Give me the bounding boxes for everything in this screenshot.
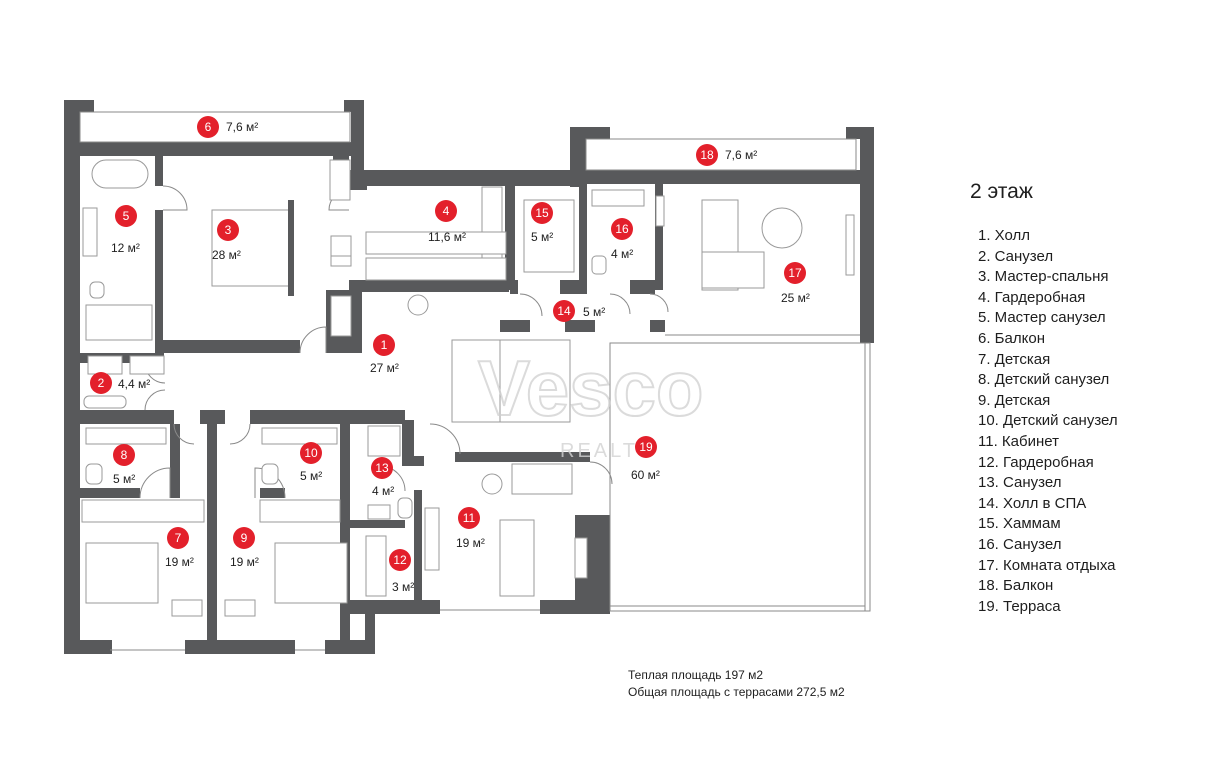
legend-item: 9. Детская: [978, 391, 1051, 409]
room-area-15: 5 м²: [531, 230, 553, 244]
room-marker-19: 19: [635, 436, 657, 458]
svg-text:2: 2: [98, 376, 105, 390]
svg-text:8: 8: [121, 448, 128, 462]
room-marker-12: 12: [389, 549, 411, 571]
watermark: Vesco REALTY: [477, 343, 705, 462]
warm-area-text: Теплая площадь 197 м2: [628, 668, 764, 682]
room-area-4: 11,6 м²: [428, 230, 466, 244]
legend-item: 14. Холл в СПА: [978, 494, 1087, 512]
legend-item: 2. Санузел: [978, 247, 1054, 265]
room-marker-11: 11: [458, 507, 480, 529]
svg-text:18: 18: [700, 148, 714, 162]
room-area-6: 7,6 м²: [226, 120, 258, 134]
svg-text:16: 16: [615, 222, 629, 236]
svg-text:5: 5: [123, 209, 130, 223]
doors: [139, 185, 669, 499]
legend-item: 17. Комната отдыха: [978, 556, 1116, 574]
legend-item: 18. Балкон: [978, 577, 1054, 595]
legend-item: 5. Мастер санузел: [978, 309, 1106, 327]
legend-item: 15. Хаммам: [978, 515, 1061, 533]
room-area-16: 4 м²: [611, 247, 633, 261]
svg-text:10: 10: [304, 446, 318, 460]
legend-item: 8. Детский санузел: [978, 371, 1110, 389]
room-marker-7: 7: [167, 527, 189, 549]
svg-text:11: 11: [463, 511, 476, 525]
room-area-3: 28 м²: [212, 248, 241, 262]
legend: 2 этаж 1. Холл 2. Санузел 3. Мастер-спальн…: [968, 180, 1118, 617]
room-marker-4: 4: [435, 200, 457, 222]
room-marker-15: 15: [531, 202, 553, 224]
svg-text:17: 17: [788, 266, 802, 280]
room-area-11: 19 м²: [456, 536, 485, 550]
room-labels: 1 27 м² 2 4,4 м² 3 28 м² 4 11,6 м² 5 12 …: [90, 116, 810, 594]
room-area-1: 27 м²: [370, 361, 399, 375]
svg-text:4: 4: [443, 204, 450, 218]
room-marker-3: 3: [217, 219, 239, 241]
room-area-19: 60 м²: [631, 468, 660, 482]
windows: [110, 138, 871, 651]
room-area-14: 5 м²: [583, 305, 605, 319]
walls: [64, 100, 874, 654]
area-summary: Теплая площадь 197 м2 Общая площадь с те…: [628, 667, 845, 701]
furniture: [81, 159, 855, 617]
room-marker-10: 10: [300, 442, 322, 464]
room-marker-5: 5: [115, 205, 137, 227]
svg-text:12: 12: [393, 553, 407, 567]
legend-item: 13. Санузел: [978, 474, 1062, 492]
svg-text:15: 15: [535, 206, 549, 220]
room-area-7: 19 м²: [165, 555, 194, 569]
svg-text:6: 6: [205, 120, 212, 134]
legend-item: 19. Терраса: [978, 597, 1061, 615]
room-area-12: 3 м²: [392, 580, 414, 594]
room-area-13: 4 м²: [372, 484, 394, 498]
legend-item: 16. Санузел: [978, 535, 1062, 553]
legend-item: 7. Детская: [978, 350, 1051, 368]
svg-text:1: 1: [381, 338, 388, 352]
legend-item: 12. Гардеробная: [978, 453, 1094, 471]
room-marker-14: 14: [553, 300, 575, 322]
room-marker-9: 9: [233, 527, 255, 549]
legend-item: 10. Детский санузел: [978, 412, 1118, 430]
room-marker-8: 8: [113, 444, 135, 466]
room-marker-17: 17: [784, 262, 806, 284]
legend-item: 1. Холл: [978, 227, 1031, 244]
watermark-brand: Vesco: [478, 344, 704, 432]
svg-text:9: 9: [241, 531, 248, 545]
legend-item: 3. Мастер-спальня: [978, 268, 1109, 286]
svg-text:19: 19: [639, 440, 653, 454]
legend-item: 11. Кабинет: [978, 432, 1059, 450]
svg-text:13: 13: [375, 461, 389, 475]
room-marker-18: 18: [696, 144, 718, 166]
room-area-2: 4,4 м²: [118, 377, 150, 391]
watermark-sub: REALTY: [560, 440, 654, 462]
svg-text:7: 7: [175, 531, 182, 545]
legend-item: 6. Балкон: [978, 329, 1045, 347]
svg-text:14: 14: [557, 304, 571, 318]
room-area-18: 7,6 м²: [725, 148, 757, 162]
room-area-8: 5 м²: [113, 472, 135, 486]
total-area-text: Общая площадь с террасами 272,5 м2: [628, 685, 845, 699]
room-marker-6: 6: [197, 116, 219, 138]
legend-item: 4. Гардеробная: [978, 288, 1086, 306]
room-marker-2: 2: [90, 372, 112, 394]
room-area-10: 5 м²: [300, 469, 322, 483]
room-marker-1: 1: [373, 334, 395, 356]
room-area-17: 25 м²: [781, 291, 810, 305]
room-marker-13: 13: [371, 457, 393, 479]
floor-plan: Vesco REALTY 1 27 м² 2 4,4 м² 3 28 м² 4 …: [64, 100, 874, 654]
legend-list: 1. Холл 2. Санузел 3. Мастер-спальня 4. Гар…: [968, 226, 1118, 617]
svg-text:3: 3: [225, 223, 232, 237]
room-marker-16: 16: [611, 218, 633, 240]
floor-title: 2 этаж: [970, 180, 1033, 203]
room-area-9: 19 м²: [230, 555, 259, 569]
room-area-5: 12 м²: [111, 241, 140, 255]
